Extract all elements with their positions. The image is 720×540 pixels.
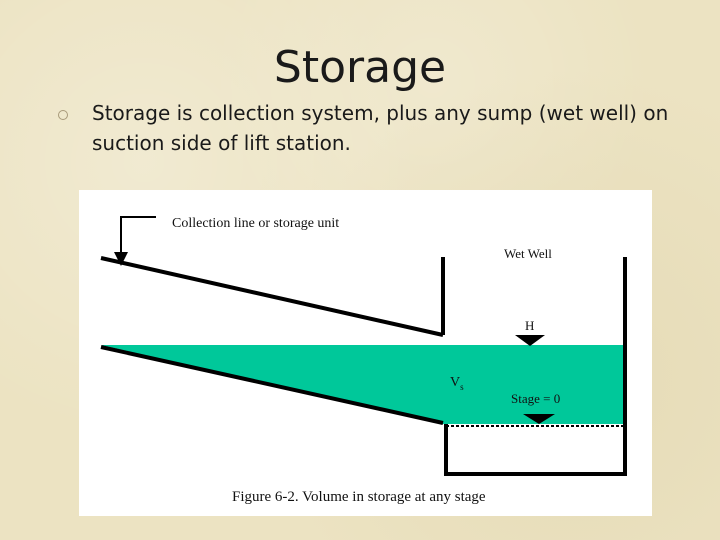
stage-zero-label: Stage = 0 <box>511 391 560 406</box>
collection-line-bottom <box>100 345 444 425</box>
wet-well-walls <box>444 257 627 476</box>
wet-well-label: Wet Well <box>504 246 552 261</box>
slide-title: Storage <box>273 42 447 93</box>
bullet-list: Storage is collection system, plus any s… <box>58 98 678 158</box>
bullet-item: Storage is collection system, plus any s… <box>58 98 678 158</box>
volume-storage-label: Vs <box>450 375 464 392</box>
bullet-circle-icon <box>58 110 68 120</box>
collection-line-top <box>100 256 444 337</box>
head-label: H <box>525 318 534 333</box>
storage-figure: Collection line or storage unit Wet Well… <box>79 190 652 516</box>
storage-diagram: Collection line or storage unit Wet Well… <box>100 216 627 505</box>
collection-line-arrow-icon <box>114 252 128 266</box>
storage-water-volume <box>101 345 625 424</box>
head-marker-icon <box>515 335 545 346</box>
stage-zero-marker-icon <box>523 414 555 424</box>
bullet-text: Storage is collection system, plus any s… <box>92 101 669 155</box>
collection-line-leader <box>120 216 156 262</box>
figure-caption: Figure 6-2. Volume in storage at any sta… <box>232 489 486 505</box>
collection-line-label: Collection line or storage unit <box>172 216 339 231</box>
